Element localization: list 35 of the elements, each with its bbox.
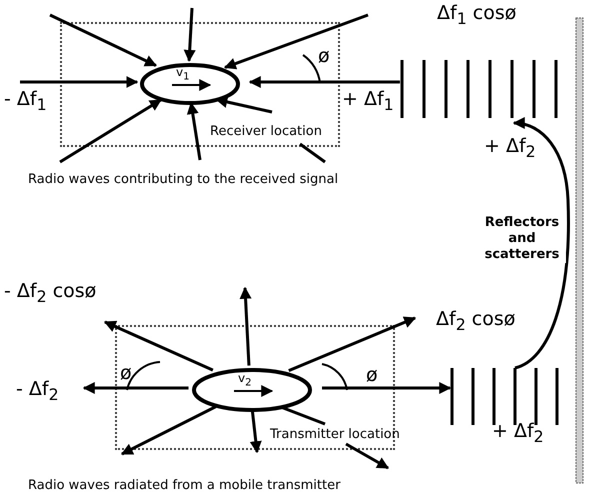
- arrow: [120, 405, 216, 456]
- angle-label: ø: [366, 364, 378, 386]
- frequency-label: - Δf$_{1}$: [4, 88, 47, 116]
- frequency-label: - Δf$_{2}$: [16, 378, 59, 406]
- arrow: [186, 102, 202, 160]
- frequency-label: + Δf$_{2}$: [492, 420, 544, 448]
- angle-label: ø: [318, 45, 330, 67]
- curved-arrow: [512, 118, 570, 370]
- formula-label: Δf$_{1}$ cosø: [437, 2, 516, 30]
- location-label: Transmitter location: [270, 427, 400, 443]
- formula-label: - Δf$_{2}$ cosø: [4, 280, 96, 308]
- velocity-label: v$_{1}$: [176, 65, 190, 84]
- frequency-label: + Δf$_{2}$: [484, 135, 536, 163]
- arrow: [82, 382, 189, 394]
- location-label: Receiver location: [210, 124, 322, 140]
- arrow: [280, 406, 390, 470]
- caption-text: Radio waves contributing to the received signal: [28, 172, 338, 188]
- arrow: [240, 286, 252, 366]
- arrow: [288, 316, 416, 372]
- arrow: [250, 410, 262, 454]
- formula-label: Δf$_{2}$ cosø: [436, 308, 516, 336]
- arrow: [248, 76, 400, 88]
- arrow: [20, 76, 138, 88]
- arrow: [215, 96, 326, 164]
- arrow: [224, 14, 369, 70]
- frequency-label: + Δf$_{1}$: [342, 88, 394, 116]
- caption-text: Radio waves radiated from a mobile transmitter: [28, 478, 340, 494]
- arrow: [184, 8, 196, 62]
- location-frame: [60, 22, 340, 147]
- arrow: [59, 98, 162, 164]
- arrow: [104, 320, 214, 372]
- velocity-label: v$_{2}$: [238, 371, 252, 390]
- arrow: [322, 382, 452, 394]
- arrow: [49, 14, 157, 67]
- angle-label: ø: [120, 362, 132, 384]
